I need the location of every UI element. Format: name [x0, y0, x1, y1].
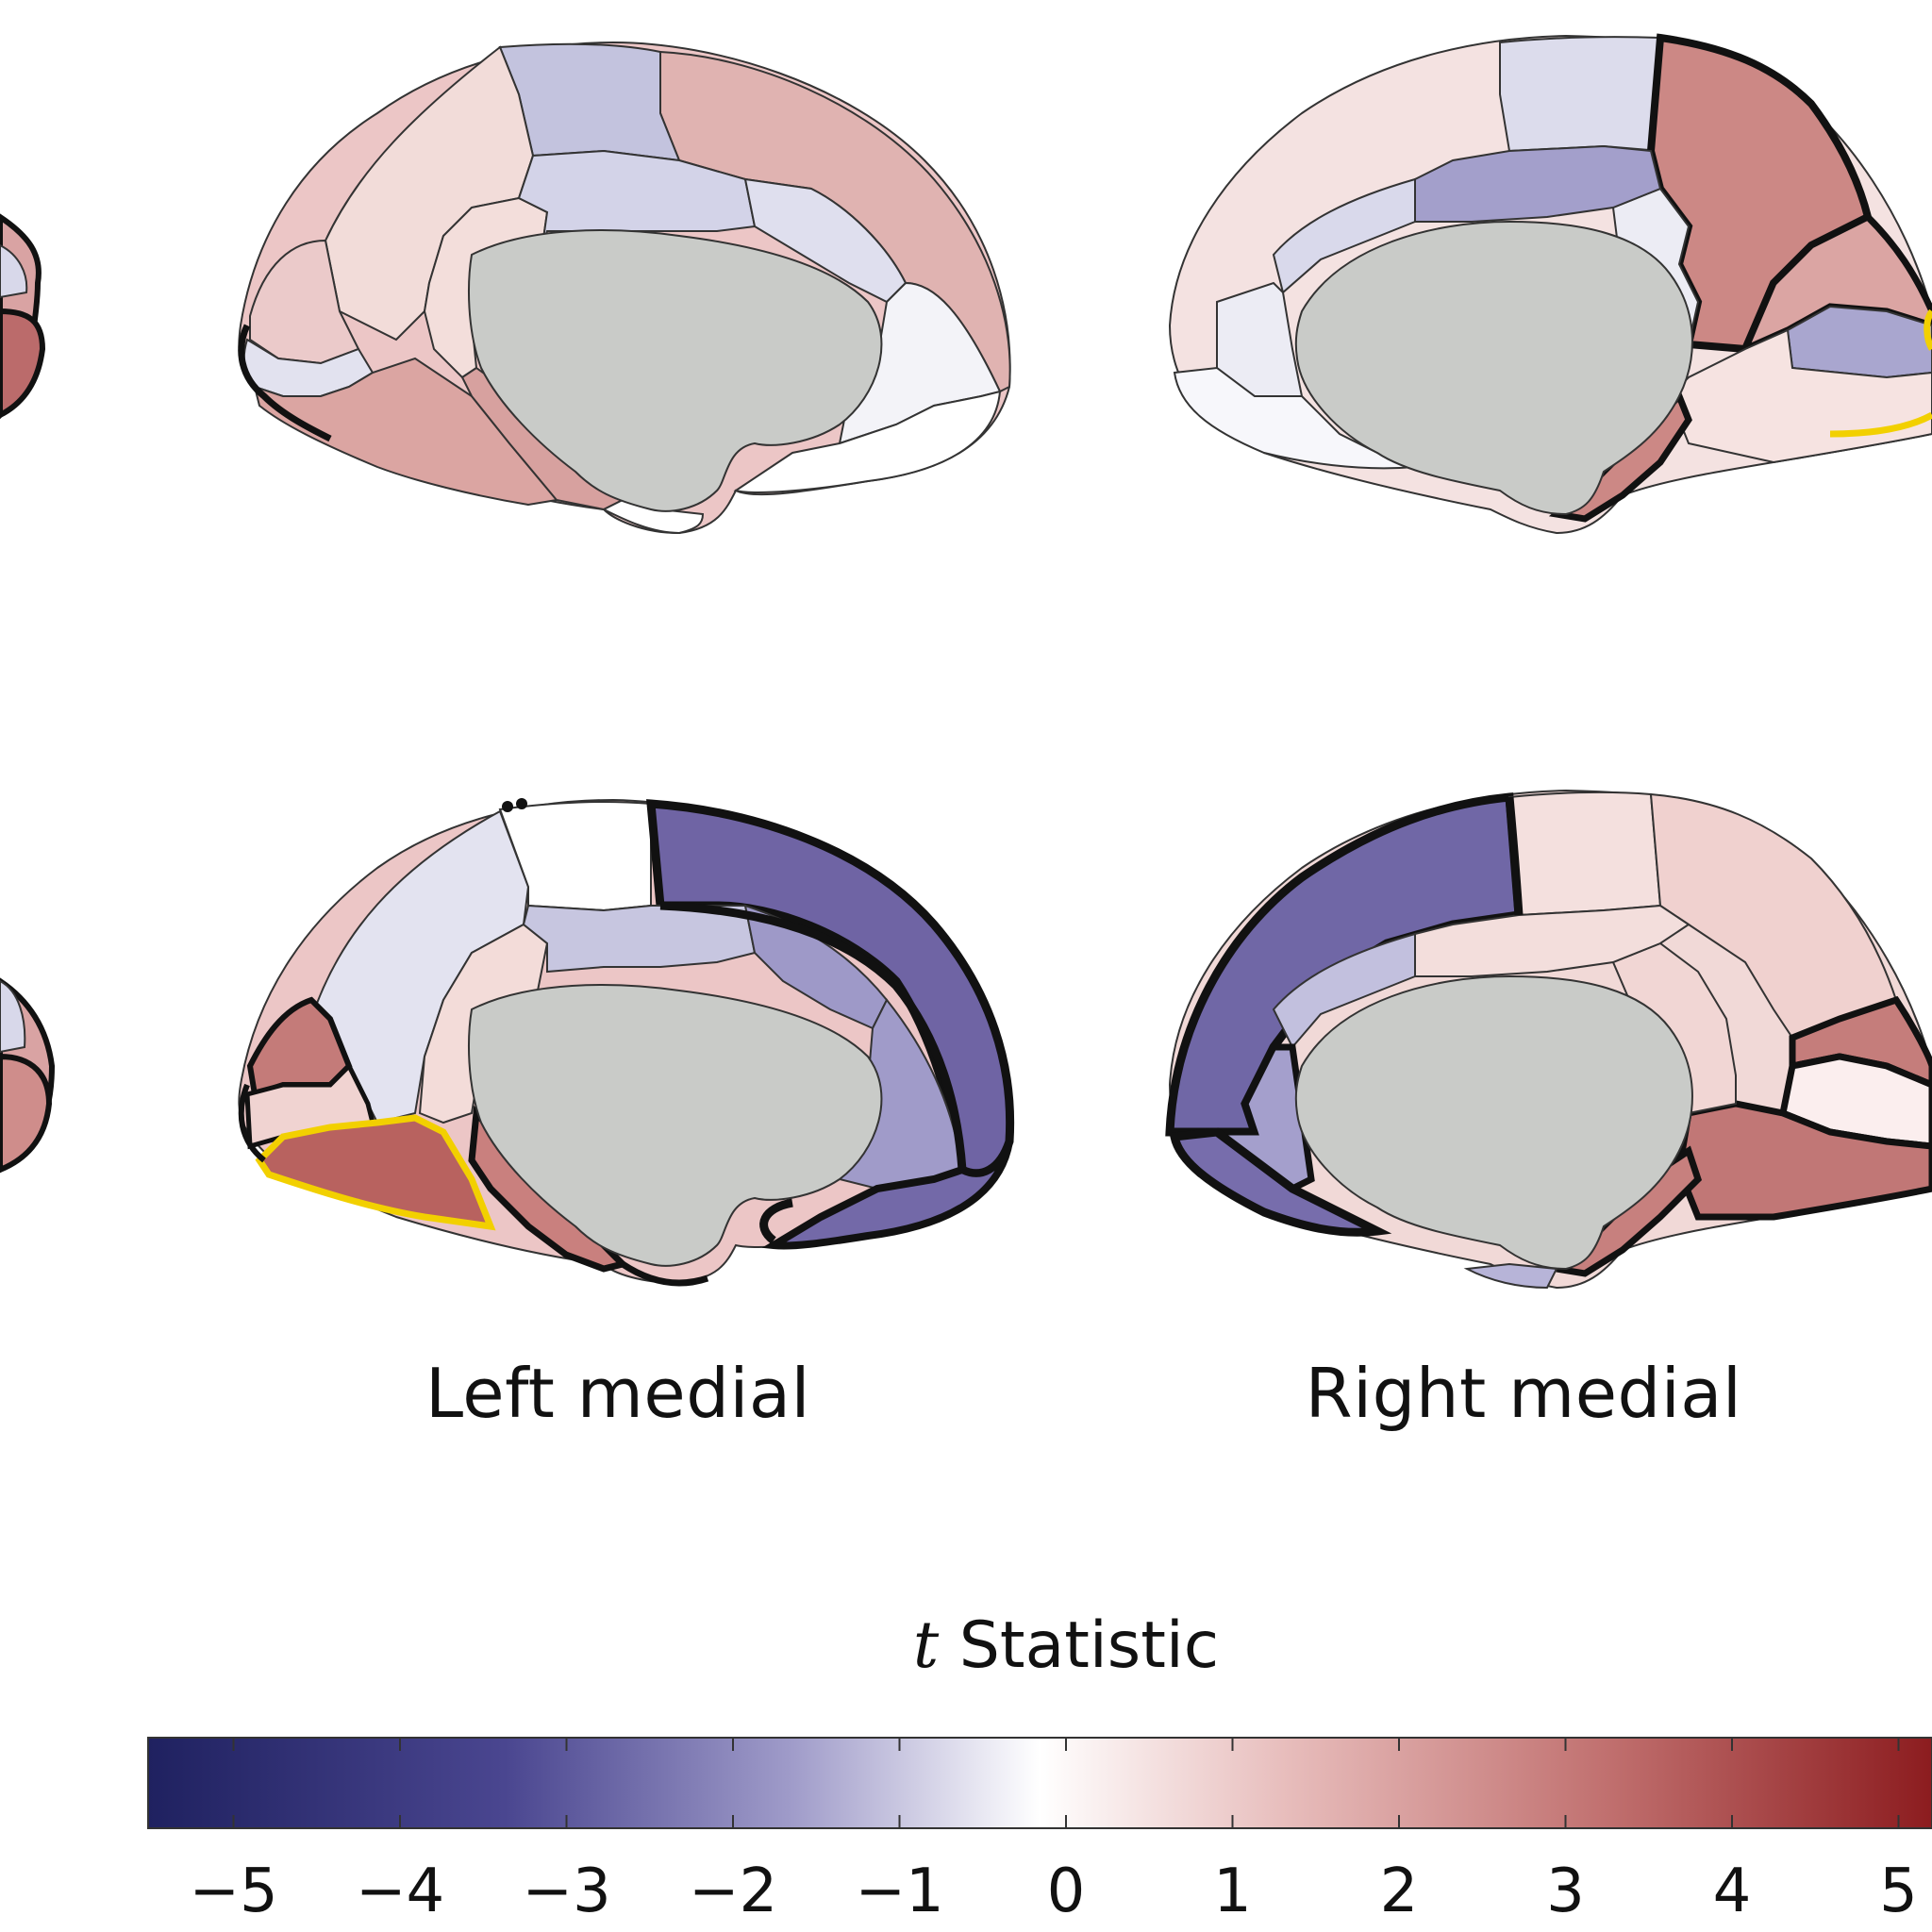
- colorbar-tick-label: −2: [688, 1857, 778, 1926]
- colorbar-tick-label: 4: [1712, 1857, 1752, 1926]
- colorbar-tick-label: −1: [855, 1857, 944, 1926]
- brain-bottom-right-medial: [1165, 789, 1932, 1290]
- colorbar-tick-label: −4: [355, 1857, 445, 1926]
- colorbar-tick-label: 0: [1046, 1857, 1086, 1926]
- marker-dot: [516, 798, 527, 809]
- cropped-brain-bottom-left: [0, 977, 56, 1174]
- colorbar-tick-label: −5: [189, 1857, 278, 1926]
- brain-top-right-medial: [1168, 33, 1932, 535]
- brain-bottom-left-medial: [238, 798, 1015, 1287]
- colorbar-title: t Statistic: [913, 1608, 1219, 1683]
- colorbar-tick-label: −3: [522, 1857, 611, 1926]
- view-label-right-medial: Right medial: [1305, 1354, 1742, 1433]
- colorbar-tick-label: 3: [1546, 1857, 1585, 1926]
- brain-top-left-medial: [238, 41, 1011, 535]
- marker-dot: [502, 801, 513, 812]
- colorbar-ticks: [232, 1738, 1900, 1828]
- colorbar-title-variable: t: [912, 1608, 940, 1683]
- colorbar-tick-label: 5: [1879, 1857, 1918, 1926]
- colorbar-tick-label: 1: [1213, 1857, 1252, 1926]
- colorbar-gradient: [147, 1737, 1932, 1829]
- cropped-brain-top-left: [0, 213, 46, 420]
- view-label-left-medial: Left medial: [425, 1354, 811, 1433]
- colorbar-tick-label: 2: [1379, 1857, 1419, 1926]
- colorbar-title-text: Statistic: [939, 1608, 1220, 1683]
